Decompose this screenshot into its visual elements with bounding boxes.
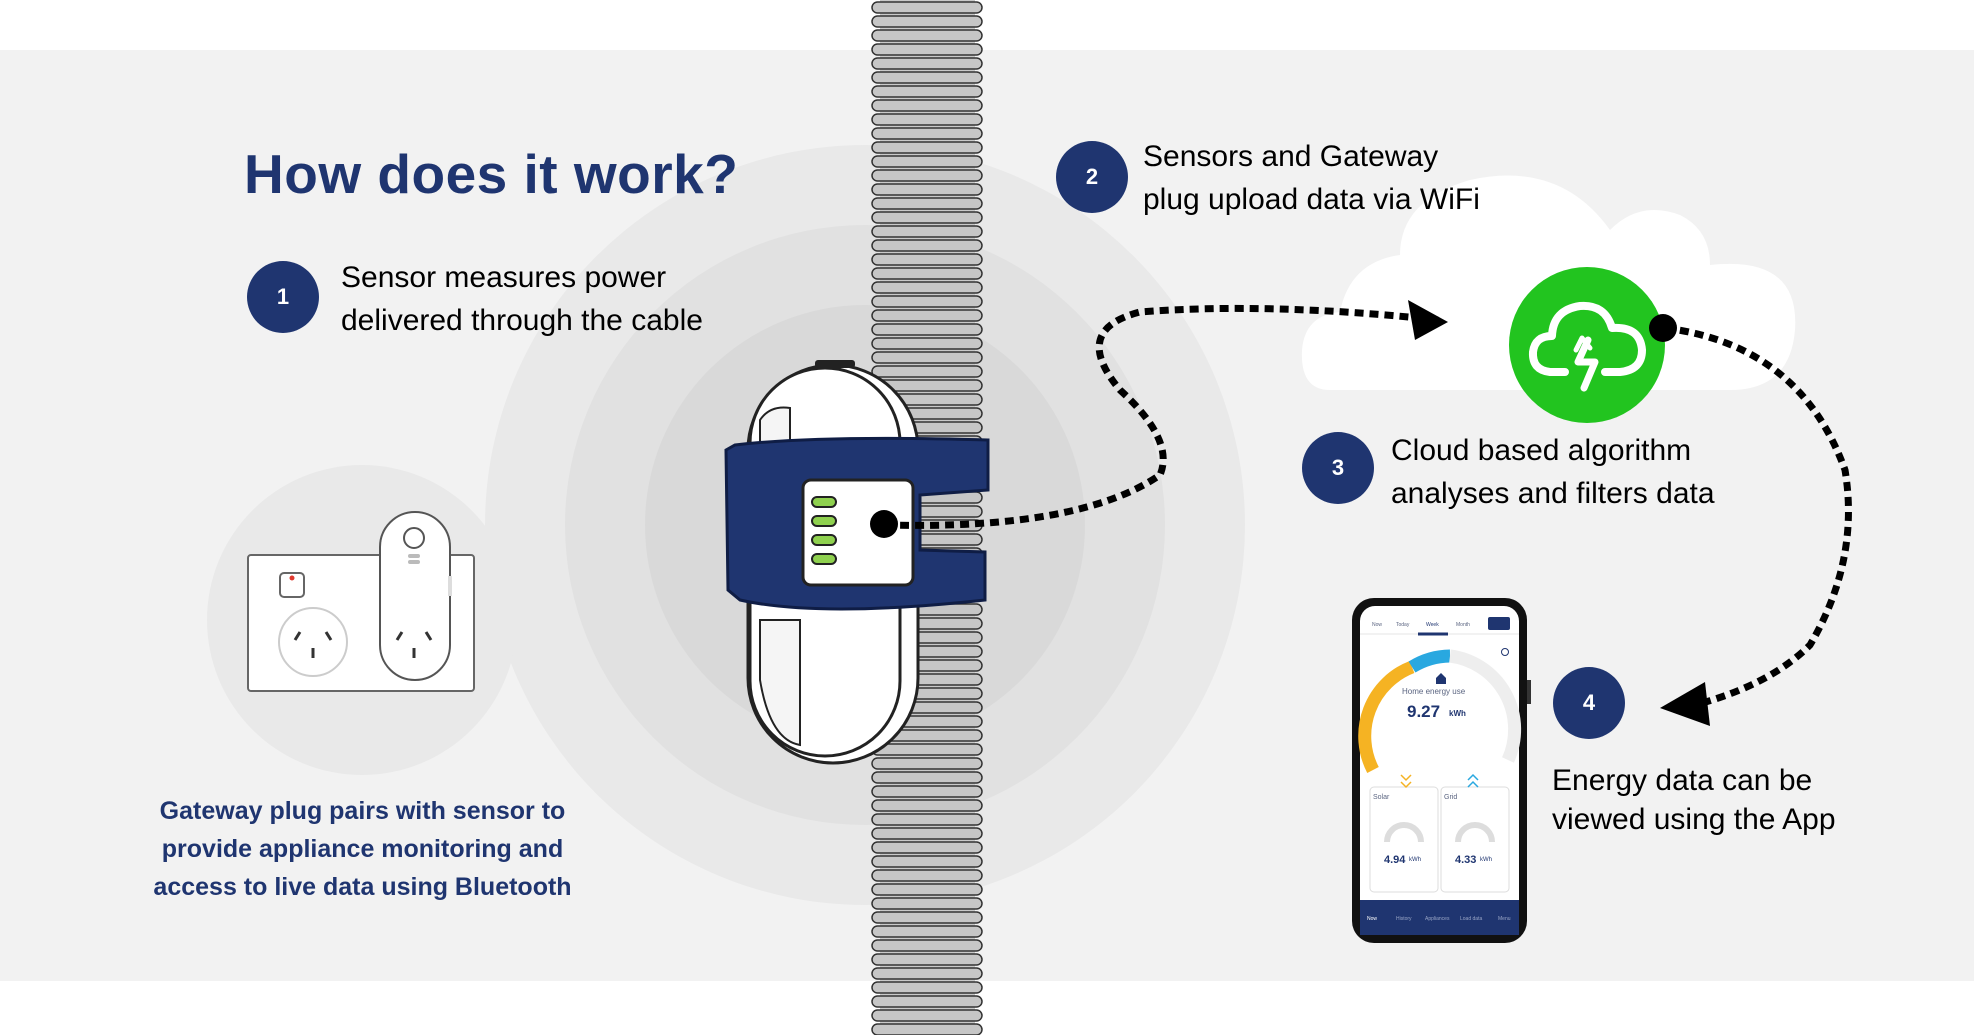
step-4-text: Energy data can be viewed using the App xyxy=(1552,764,1836,836)
solar-unit: kWh xyxy=(1409,857,1421,863)
cable-rib xyxy=(871,211,983,224)
cable-rib xyxy=(871,869,983,882)
cable-rib xyxy=(871,1023,983,1035)
grid-label: Grid xyxy=(1444,794,1458,801)
cable-rib xyxy=(871,169,983,182)
solar-label: Solar xyxy=(1373,794,1390,801)
cable-rib xyxy=(871,99,983,112)
cable-rib xyxy=(871,323,983,336)
cable-rib xyxy=(871,855,983,868)
phone-tab-today: Today xyxy=(1396,622,1410,628)
cable-rib xyxy=(871,113,983,126)
phone-tab-month: Month xyxy=(1456,622,1470,628)
cable-rib xyxy=(871,827,983,840)
cable-rib xyxy=(871,183,983,196)
step-3-text: Cloud based algorithm analyses and filte… xyxy=(1391,434,1715,510)
cable-rib xyxy=(871,155,983,168)
cable-rib xyxy=(871,1009,983,1022)
cable-rib xyxy=(871,281,983,294)
cable-rib xyxy=(871,337,983,350)
cable-rib xyxy=(871,239,983,252)
step-2-badge: 2 xyxy=(1056,141,1128,213)
home-energy-label: Home energy use xyxy=(1402,687,1466,696)
phone-nav-now: Now xyxy=(1367,916,1378,922)
cable-rib xyxy=(871,43,983,56)
phone-tab-now: Now xyxy=(1372,622,1383,628)
phone-nav-menu: Menu xyxy=(1498,916,1511,922)
smartphone xyxy=(1352,598,1531,943)
cable-rib xyxy=(871,57,983,70)
cable-rib xyxy=(871,785,983,798)
step-1-text: Sensor measures power delivered through … xyxy=(341,261,703,337)
phone-tab-week: Week xyxy=(1426,622,1439,628)
grid-unit: kWh xyxy=(1480,857,1492,863)
home-energy-value: 9.27 xyxy=(1407,702,1441,721)
cable-rib xyxy=(871,225,983,238)
cable-rib xyxy=(871,771,983,784)
home-energy-unit: kWh xyxy=(1449,709,1466,718)
cable-rib xyxy=(871,883,983,896)
cloud-sync-icon xyxy=(1509,267,1665,423)
cable-rib xyxy=(871,799,983,812)
cable-rib xyxy=(871,897,983,910)
cable-rib xyxy=(871,757,983,770)
phone-nav-appliances: Appliances xyxy=(1425,916,1450,922)
cable-rib xyxy=(871,911,983,924)
cable-rib xyxy=(871,197,983,210)
cable-rib xyxy=(871,953,983,966)
phone-nav-load-data: Load data xyxy=(1460,916,1483,922)
cable-rib xyxy=(871,141,983,154)
step-1-badge: 1 xyxy=(247,261,319,333)
sensor-device xyxy=(724,360,990,765)
cable-rib xyxy=(871,351,983,364)
gateway-plug xyxy=(207,465,517,775)
cable-rib xyxy=(871,295,983,308)
page-title: How does it work? xyxy=(244,143,739,205)
cable-rib xyxy=(871,15,983,28)
dotted-arrow xyxy=(870,300,1852,726)
cable-rib xyxy=(871,309,983,322)
cable-rib xyxy=(871,995,983,1008)
cable-rib xyxy=(871,127,983,140)
cable-rib xyxy=(871,29,983,42)
cable-rib xyxy=(871,967,983,980)
step-4-badge: 4 xyxy=(1553,667,1625,739)
cable-rib xyxy=(871,981,983,994)
cable-rib xyxy=(871,939,983,952)
cable-rib xyxy=(871,743,983,756)
cable-rib xyxy=(871,365,983,378)
step-2-text: Sensors and Gateway plug upload data via… xyxy=(1143,140,1480,216)
phone-nav-history: History xyxy=(1396,916,1412,922)
cable-rib xyxy=(871,85,983,98)
solar-value: 4.94 xyxy=(1384,854,1406,866)
step-3-badge: 3 xyxy=(1302,432,1374,504)
cable-rib xyxy=(871,925,983,938)
cable-rib xyxy=(871,1,983,14)
status-leds xyxy=(811,496,837,565)
cable-rib xyxy=(871,253,983,266)
cable-rib xyxy=(871,267,983,280)
cable-rib xyxy=(871,813,983,826)
gateway-caption: Gateway plug pairs with sensor to provid… xyxy=(153,797,572,901)
grid-value: 4.33 xyxy=(1455,854,1477,866)
cable-rib xyxy=(871,841,983,854)
cable-rib xyxy=(871,71,983,84)
